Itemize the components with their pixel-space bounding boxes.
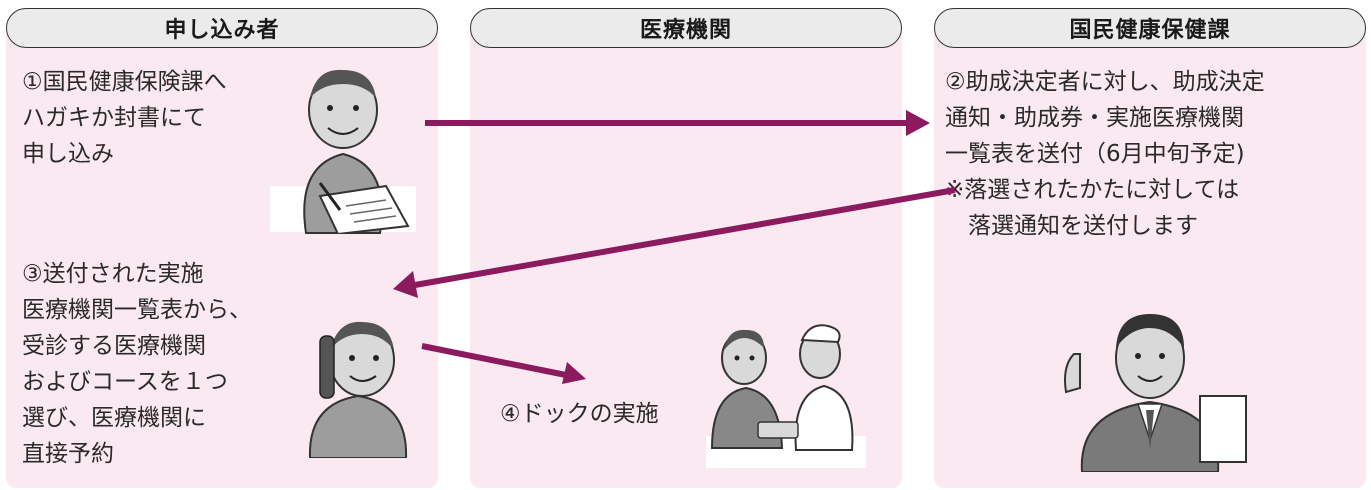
step-2-line: ※落選されたかたに対しては [945,177,1240,203]
step-1-line: ①国民健康保険課へ [22,69,227,95]
step-2-text: ②助成決定者に対し、助成決定 通知・助成券・実施医療機関 一覧表を送付（6月中旬… [945,64,1265,244]
step-3-line: およびコースを１つ [22,369,228,395]
person-phone-illustration [308,321,408,458]
step-3-line: ③送付された実施 [22,261,204,287]
arrow-head-apply [906,110,930,136]
step-2-line: 通知・助成券・実施医療機関 [945,105,1244,131]
arrow-section-to-applicant [414,187,956,288]
arrow-applicant-to-dock [421,343,567,378]
step-2-line: ②助成決定者に対し、助成決定 [945,69,1265,95]
step-4-text: ④ドックの実施 [500,396,659,432]
arrow-head-notice [393,271,418,298]
step-3-line: 受診する医療機関 [22,333,206,359]
step-3-line: 選び、医療機関に [22,405,206,431]
health-insurance-section-header: 国民健康保健課 [934,8,1366,48]
doctor-nurse-illustration [706,324,866,468]
step-3-line: 医療機関一覧表から、 [22,297,252,323]
step-1-line: 申し込み [22,141,114,167]
step-1-line: ハガキか封書にて [22,105,206,131]
medical-institution-header: 医療機関 [470,8,902,48]
applicant-header: 申し込み者 [6,8,438,48]
step-3-line: 直接予約 [22,441,114,467]
step-4-line: ④ドックの実施 [500,401,659,427]
step-2-line: 一覧表を送付（6月中旬予定) [945,141,1245,167]
official-illustration [1064,314,1247,472]
step-2-line: 落選通知を送付します [945,213,1198,239]
arrow-head-dock [562,362,586,384]
step-3-text: ③送付された実施 医療機関一覧表から、 受診する医療機関 およびコースを１つ 選… [22,256,252,472]
person-writing-illustration [270,69,416,234]
step-1-text: ①国民健康保険課へ ハガキか封書にて 申し込み [22,64,227,172]
